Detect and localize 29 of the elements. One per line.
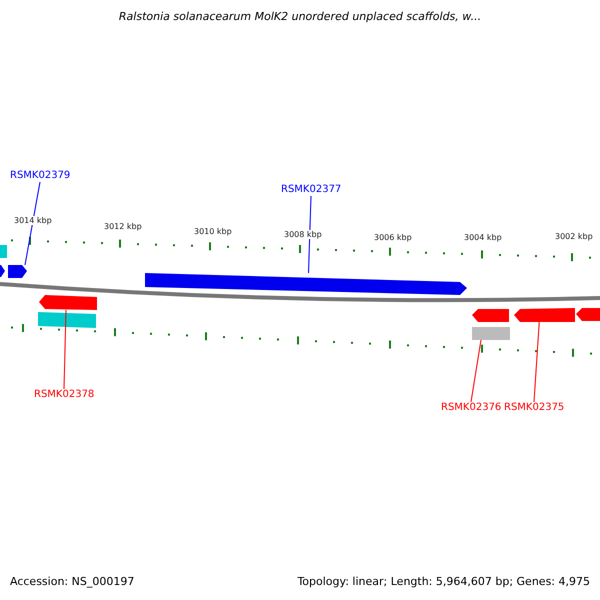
leader-line: [308, 196, 312, 274]
tick-label: 3010 kbp: [193, 227, 233, 236]
diagram-title: Ralstonia solanacearum MolK2 unordered unplaced scaffolds, w...: [118, 10, 482, 23]
gene-feature: [0, 245, 7, 258]
leader-line: [24, 182, 40, 266]
gene-feature: [472, 309, 509, 322]
gene-label: RSMK02376: [441, 402, 502, 414]
gene-label: RSMK02378: [34, 389, 94, 401]
tick-label: 3006 kbp: [373, 233, 413, 242]
gene-feature: [576, 308, 600, 321]
leader-line: [470, 340, 482, 402]
gene-feature: [145, 273, 467, 295]
gene-label: RSMK02375: [504, 402, 564, 414]
tick-label: 3012 kbp: [103, 222, 143, 231]
gene-label: RSMK02377: [281, 184, 342, 196]
footer-text: Accession: NS_000197: [10, 575, 134, 588]
gene-feature: [39, 295, 97, 310]
tick-label: 3008 kbp: [283, 230, 323, 239]
gene-label: RSMK02379: [10, 170, 70, 182]
footer-text: Topology: linear; Length: 5,964,607 bp; Genes: 4,975: [297, 575, 590, 588]
gene-feature: [8, 265, 27, 278]
leader-line: [64, 310, 66, 390]
gene-feature: [0, 265, 5, 277]
gene-feature: [38, 312, 96, 328]
gene-feature: [472, 327, 510, 340]
tick-label: 3002 kbp: [554, 232, 594, 241]
tick-label: 3004 kbp: [463, 233, 503, 242]
leader-line: [534, 322, 540, 402]
tick-label: 3014 kbp: [13, 216, 53, 225]
